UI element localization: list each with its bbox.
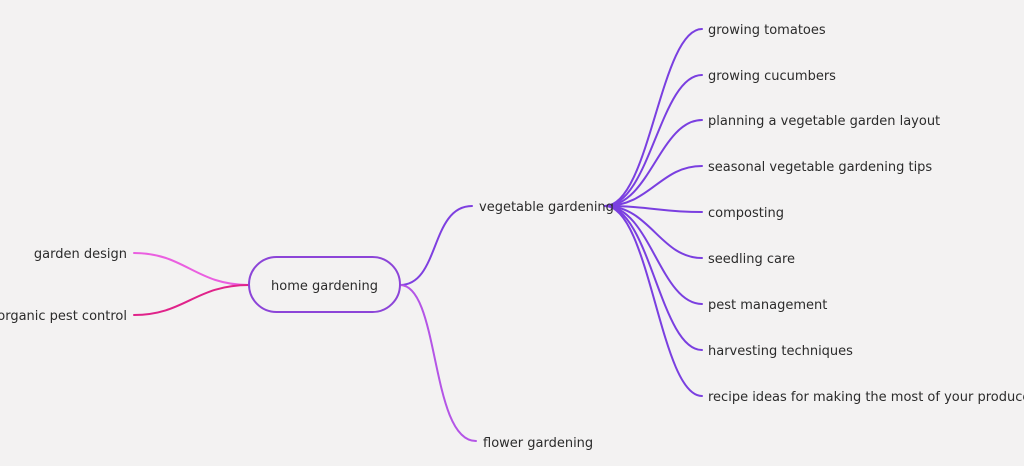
edge-veg-0: [604, 28, 703, 207]
node-veg-sub-7[interactable]: harvesting techniques: [708, 344, 853, 359]
node-veg-sub-6[interactable]: pest management: [708, 298, 827, 313]
node-veg-sub-5[interactable]: seedling care: [708, 252, 795, 267]
node-veg-sub-3[interactable]: seasonal vegetable gardening tips: [708, 160, 932, 175]
edge-root-to-garden-design: [133, 252, 250, 286]
node-veg-sub-1[interactable]: growing cucumbers: [708, 69, 836, 84]
edge-veg-7: [604, 205, 703, 351]
node-flower-gardening[interactable]: flower gardening: [483, 436, 593, 451]
edge-veg-6: [604, 205, 703, 305]
edge-veg-1: [604, 74, 703, 207]
node-veg-sub-4[interactable]: composting: [708, 206, 784, 221]
node-organic-pest-control[interactable]: organic pest control: [0, 309, 127, 324]
root-node-box: [248, 256, 401, 313]
edge-root-to-organic-pest-control: [133, 284, 250, 316]
edge-root-to-flower-gardening: [399, 284, 477, 442]
root-node-label: home gardening: [271, 279, 378, 294]
node-veg-sub-2[interactable]: planning a vegetable garden layout: [708, 114, 940, 129]
node-veg-sub-0[interactable]: growing tomatoes: [708, 23, 826, 38]
edge-root-to-vegetable-gardening: [399, 205, 473, 286]
edge-veg-3: [604, 165, 703, 207]
edge-veg-8: [604, 205, 703, 397]
node-veg-sub-8[interactable]: recipe ideas for making the most of your…: [708, 390, 1024, 405]
edge-veg-2: [604, 119, 703, 207]
edge-veg-4: [604, 205, 703, 213]
edge-veg-5: [604, 205, 703, 259]
root-node[interactable]: home gardening: [248, 256, 401, 313]
node-vegetable-gardening[interactable]: vegetable gardening: [479, 200, 614, 215]
vegetable-edges: [604, 28, 703, 397]
node-garden-design[interactable]: garden design: [34, 247, 127, 262]
